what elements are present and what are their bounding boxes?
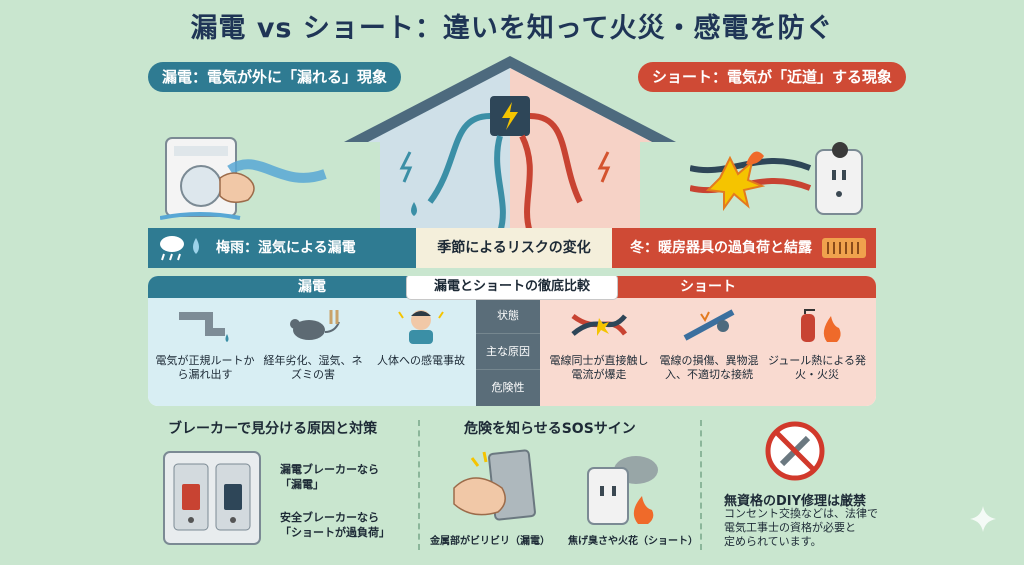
row-labels: 状態 主な原因 危険性 [476,298,540,406]
season-rainy: 梅雨：湿気による漏電 [148,228,416,268]
leak-state-cell: 電気が正規ルートから漏れ出す [152,306,258,382]
crossed-wires-icon [571,313,628,336]
row-label-cause: 主な原因 [476,334,540,370]
hand-metal-shock-illustration [453,449,536,521]
pipe-leak-icon [179,312,229,342]
mouse-icon [290,310,340,340]
leak-column-header: 漏電 [148,276,476,298]
heater-icon [822,238,866,258]
rain-cloud-icon [160,236,199,261]
sos-sign-leak: 金属部がビリビリ（漏電） [430,536,550,547]
leak-danger-text: 人体への感電事故 [377,354,465,367]
house-illustration [344,56,676,232]
sos-section-title: 危険を知らせるSOSサイン [464,421,636,437]
short-state-cell: 電線同士が直接触し電流が爆走 [546,306,652,382]
sparkle-icon [970,506,996,532]
short-cause-cell: 電線の損傷、異物混入、不適切な接続 [656,306,762,382]
safety-breaker-text: 安全ブレーカーなら 「ショートが過負荷」 [280,510,390,540]
diy-warning-text: コンセント交換などは、法律で 電気工事士の資格が必要と 定められています。 [724,507,878,549]
breaker-panel-illustration [163,451,261,545]
leak-danger-cell: 人体への感電事故 [368,306,474,368]
leak-cause-text: 経年劣化、湿気、ネズミの害 [263,354,363,381]
leak-breaker-line1: 漏電ブレーカーなら [280,463,379,476]
appliance-leak-illustration [160,137,327,220]
short-label: ショート：電気が「近道」する現象 [638,62,907,92]
sos-sign-short: 焦げ臭さや火花（ショート） [568,536,698,547]
short-danger-text: ジュール熱による発火・火災 [768,354,866,381]
breaker-section-title: ブレーカーで見分ける原因と対策 [168,421,378,437]
extinguisher-fire-icon [801,309,841,342]
diy-line2: 電気工事士の資格が必要と [724,521,856,534]
no-diy-icon [765,421,825,481]
short-danger-cell: ジュール熱による発火・火災 [764,306,870,382]
short-cause-text: 電線の損傷、異物混入、不適切な接続 [659,354,759,381]
diy-line3: 定められています。 [724,535,822,548]
season-winter: 冬：暖房器具の過負荷と結露 [612,228,876,268]
divider-1 [418,420,420,550]
diy-warning-title: 無資格のDIY修理は厳禁 [724,494,867,509]
row-label-danger: 危険性 [491,381,525,394]
comparison-title: 漏電とショートの徹底比較 [406,276,618,300]
burnt-outlet-illustration [587,456,658,525]
leak-label: 漏電：電気が外に「漏れる」現象 [148,62,402,92]
leak-cause-cell: 経年劣化、湿気、ネズミの害 [260,306,366,382]
outlet-fire-illustration [690,142,863,215]
damaged-wire-icon [683,309,735,341]
season-title: 季節によるリスクの変化 [416,228,612,268]
short-column-header: ショート [540,276,876,298]
leak-breaker-text: 漏電ブレーカーなら 「漏電」 [280,462,379,492]
page-title: 漏電 vs ショート：違いを知って火災・感電を防ぐ [190,13,834,44]
safety-breaker-line1: 安全ブレーカーなら [280,511,379,524]
row-label-state: 状態 [476,298,540,334]
leak-state-text: 電気が正規ルートから漏れ出す [155,354,255,381]
diy-line1: コンセント交換などは、法律で [724,507,878,520]
comparison-table: 漏電 ショート 状態 主な原因 危険性 電気が正規ルートから漏れ出す 経年劣化、… [148,276,876,406]
person-shock-icon [398,310,444,344]
safety-breaker-line2: 「ショートが過負荷」 [280,526,390,539]
leak-breaker-line2: 「漏電」 [280,478,324,491]
divider-2 [700,420,702,550]
short-state-text: 電線同士が直接触し電流が爆走 [549,354,649,381]
